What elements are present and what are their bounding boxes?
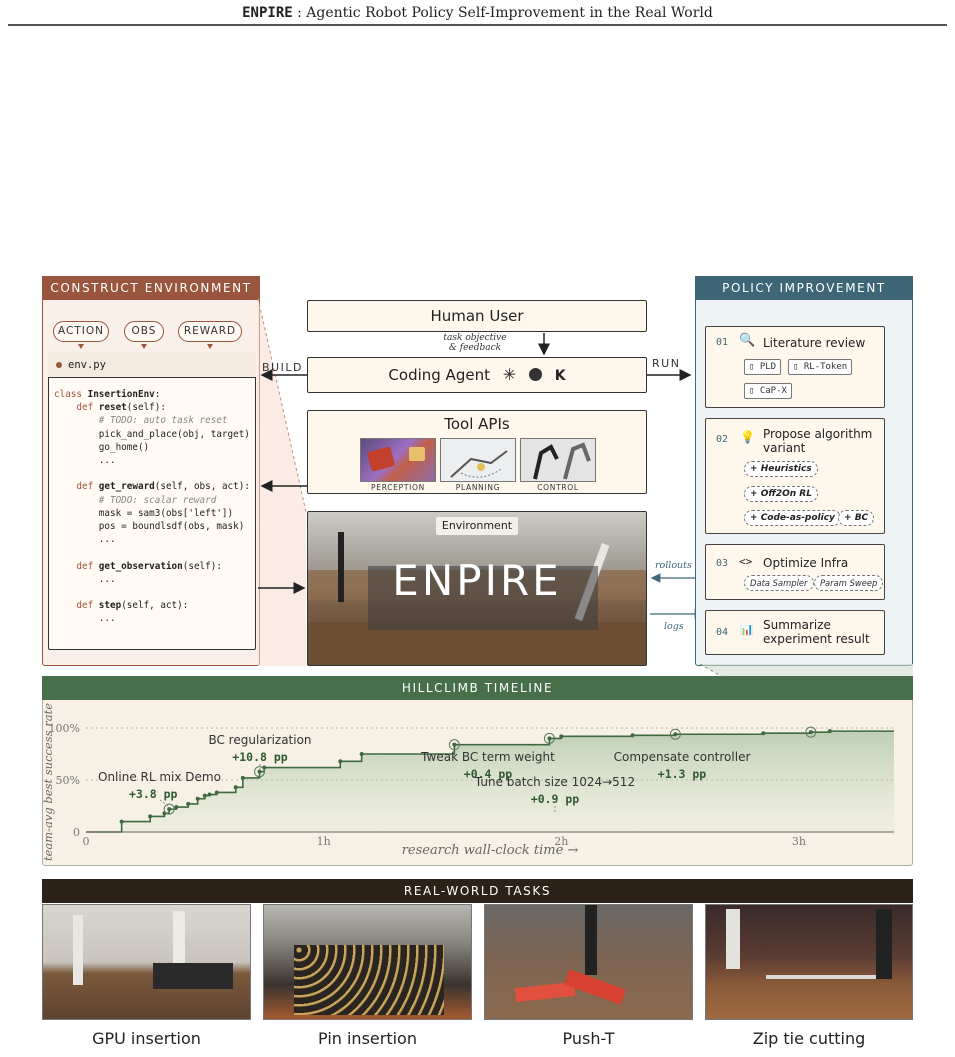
rollouts-label: rollouts: [655, 560, 692, 571]
tag-pld: ▯ PLD: [744, 359, 781, 375]
lightbulb-icon: 💡: [740, 430, 755, 444]
y-tick-label: 50%: [56, 774, 80, 787]
annotation-label: Tune batch size 1024→512: [474, 775, 635, 789]
gpu-insertion-image: [42, 904, 251, 1020]
real-world-tasks-title: REAL-WORLD TASKS: [42, 879, 913, 903]
tag-cap-x: ▯ CaP-X: [744, 383, 792, 399]
data-point: [559, 734, 563, 738]
step-number: 01: [716, 337, 728, 348]
task-caption: Zip tie cutting: [705, 1029, 913, 1048]
data-point: [360, 752, 364, 756]
data-point: [203, 794, 207, 798]
build-label: BUILD: [262, 361, 303, 374]
data-point: [208, 793, 212, 797]
x-tick-label: 0: [83, 835, 90, 848]
data-point: [257, 770, 261, 774]
data-point: [452, 743, 456, 747]
code-brackets-icon: <>: [739, 555, 752, 568]
y-tick-label: 0: [73, 826, 80, 839]
data-point: [186, 802, 190, 806]
policy-improvement-title: POLICY IMPROVEMENT: [695, 276, 913, 300]
annotation-delta: +10.8 pp: [232, 750, 287, 764]
tag-heuristics: + Heuristics: [744, 461, 818, 477]
doc-icon: ▯: [793, 362, 804, 372]
tag-code-as-policy: + Code-as-policy: [744, 510, 841, 526]
doc-icon: ▯: [749, 386, 760, 396]
search-icon: 🔍: [739, 333, 755, 348]
x-axis-label: research wall-clock time →: [402, 843, 579, 858]
data-point: [215, 790, 219, 794]
pin-insertion-image: [263, 904, 472, 1020]
annotation-label: Online RL mix Demo: [98, 770, 221, 784]
task-caption: Push-T: [484, 1029, 693, 1048]
step-title: Optimize Infra: [763, 556, 848, 570]
annotation-label: Tweak BC term weight: [420, 750, 555, 764]
annotation-label: Compensate controller: [614, 750, 751, 764]
step-number: 03: [716, 558, 728, 569]
step-title: Literature review: [763, 336, 865, 350]
data-point: [167, 807, 171, 811]
annotation-delta: +0.9 pp: [531, 792, 580, 806]
data-point: [828, 729, 832, 733]
y-axis-label: team-avg best success rate: [42, 703, 55, 861]
x-tick-label: 3h: [792, 835, 806, 848]
step-title: Propose algorithmvariant: [763, 427, 872, 455]
tag-off2on-rl: + Off2On RL: [744, 486, 818, 502]
data-point: [809, 730, 813, 734]
data-point: [234, 785, 238, 789]
x-tick-label: 1h: [317, 835, 331, 848]
zip-tie-cutting-image: [705, 904, 913, 1020]
data-point: [547, 736, 551, 740]
annotation-delta: +1.3 pp: [658, 767, 707, 781]
data-point: [338, 759, 342, 763]
data-point: [196, 797, 200, 801]
run-label: RUN: [652, 357, 680, 370]
data-point: [241, 776, 245, 780]
data-point: [673, 732, 677, 736]
tag-rl-token: ▯ RL-Token: [788, 359, 852, 375]
data-point: [148, 814, 152, 818]
annotation-delta: +3.8 pp: [129, 787, 178, 801]
annotation-label: BC regularization: [208, 733, 311, 747]
bar-chart-icon: 📊: [740, 623, 754, 636]
tag-param-sweep: Param Sweep: [814, 575, 883, 591]
doc-icon: ▯: [749, 362, 760, 372]
tag-bc: + BC: [838, 510, 874, 526]
data-point: [761, 731, 765, 735]
tag-data-sampler: Data Sampler: [744, 575, 814, 591]
data-point: [120, 820, 124, 824]
data-point: [631, 733, 635, 737]
push-t-image: [484, 904, 693, 1020]
logs-label: logs: [664, 621, 684, 632]
step-number: 04: [716, 627, 728, 638]
step-number: 02: [716, 434, 728, 445]
hillclimb-timeline-title: HILLCLIMB TIMELINE: [42, 676, 913, 700]
step-optimize-infra: [705, 544, 885, 600]
data-point: [174, 805, 178, 809]
task-caption: GPU insertion: [42, 1029, 251, 1048]
task-caption: Pin insertion: [263, 1029, 472, 1048]
